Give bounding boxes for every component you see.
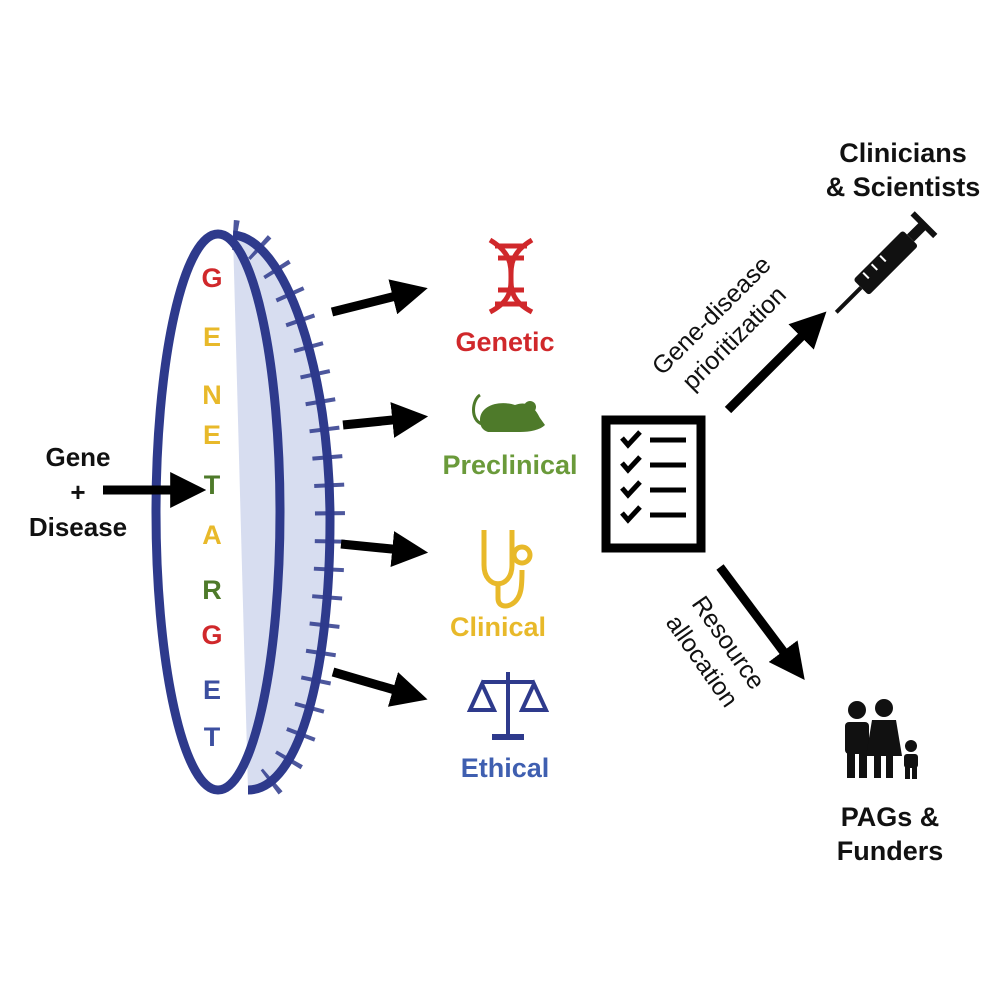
input-line1: Gene bbox=[45, 442, 111, 472]
ring-letter-3: N bbox=[202, 380, 222, 410]
audience-bottom-label: PAGs & Funders bbox=[810, 800, 970, 868]
category-clinical-label: Clinical bbox=[449, 612, 547, 642]
audience-bottom-line2: Funders bbox=[836, 836, 944, 866]
stethoscope-icon bbox=[481, 530, 533, 609]
audience-bottom-line1: PAGs & bbox=[840, 802, 940, 832]
syringe-icon bbox=[834, 211, 938, 314]
arrow-to-preclinical bbox=[342, 402, 429, 438]
category-genetic-label: Genetic bbox=[455, 327, 555, 357]
mouse-icon bbox=[472, 393, 545, 432]
ring-letter-7: R bbox=[202, 575, 222, 605]
audience-top-line2: & Scientists bbox=[825, 172, 981, 202]
ring-letter-10: T bbox=[203, 722, 221, 752]
audience-top-label: Clinicians & Scientists bbox=[808, 136, 996, 204]
input-label: Gene + Disease bbox=[8, 440, 148, 545]
ring-letter-6: A bbox=[202, 520, 222, 550]
category-ethical-label: Ethical bbox=[460, 753, 550, 783]
ring-letter-4: E bbox=[202, 420, 221, 450]
arrow-prioritization bbox=[724, 311, 827, 414]
input-line3: Disease bbox=[28, 512, 128, 542]
ring-letter-2: E bbox=[202, 322, 221, 352]
audience-top-line1: Clinicians bbox=[839, 138, 967, 168]
family-icon bbox=[845, 699, 918, 779]
arrow-to-genetic bbox=[330, 279, 428, 317]
arrow-to-ethical bbox=[331, 667, 428, 707]
ring-letter-5: T bbox=[203, 470, 221, 500]
ring-letter-1: G bbox=[201, 263, 223, 293]
ring-letter-8: G bbox=[201, 620, 223, 650]
dna-icon bbox=[488, 237, 534, 315]
scales-icon bbox=[466, 672, 550, 740]
arrow-resource-allocation bbox=[716, 564, 805, 680]
checklist-icon bbox=[601, 415, 706, 553]
genetarget-ring bbox=[151, 220, 346, 805]
category-preclinical-label: Preclinical bbox=[442, 450, 578, 480]
arrow-to-clinical bbox=[340, 531, 429, 567]
input-line2: + bbox=[70, 477, 86, 507]
ring-letter-9: E bbox=[202, 675, 221, 705]
